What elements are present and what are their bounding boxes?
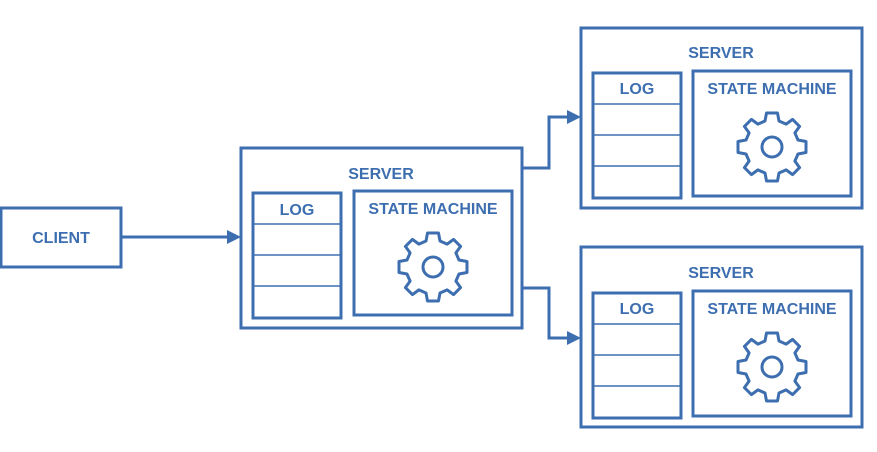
server-node-leader: SERVER LOG STATE MACHINE [239, 146, 524, 330]
gear-icon [397, 231, 469, 303]
state-machine-box: STATE MACHINE [691, 69, 853, 198]
log-label: LOG [620, 301, 655, 318]
log-label: LOG [280, 202, 315, 219]
arrow-to-top-server [522, 110, 581, 170]
server-title: SERVER [348, 166, 414, 183]
client-label: CLIENT [32, 230, 90, 247]
log-table: LOG [591, 71, 683, 200]
server-title: SERVER [688, 45, 754, 62]
state-machine-box: STATE MACHINE [352, 189, 514, 317]
state-machine-label: STATE MACHINE [707, 81, 837, 98]
client-node: CLIENT [0, 206, 123, 269]
state-machine-label: STATE MACHINE [707, 301, 837, 318]
state-machine-box: STATE MACHINE [691, 289, 853, 418]
server-node-follower-bottom: SERVER LOG STATE MACHINE [579, 245, 864, 429]
arrow-to-bottom-server [522, 286, 581, 345]
log-label: LOG [620, 81, 655, 98]
server-title: SERVER [688, 265, 754, 282]
server-node-follower-top: SERVER LOG STATE MACHINE [579, 26, 864, 210]
log-table: LOG [251, 191, 343, 320]
state-machine-label: STATE MACHINE [368, 201, 498, 218]
gear-icon [736, 111, 808, 183]
arrow-client-to-server [121, 230, 241, 244]
log-table: LOG [591, 291, 683, 420]
gear-icon [736, 331, 808, 403]
